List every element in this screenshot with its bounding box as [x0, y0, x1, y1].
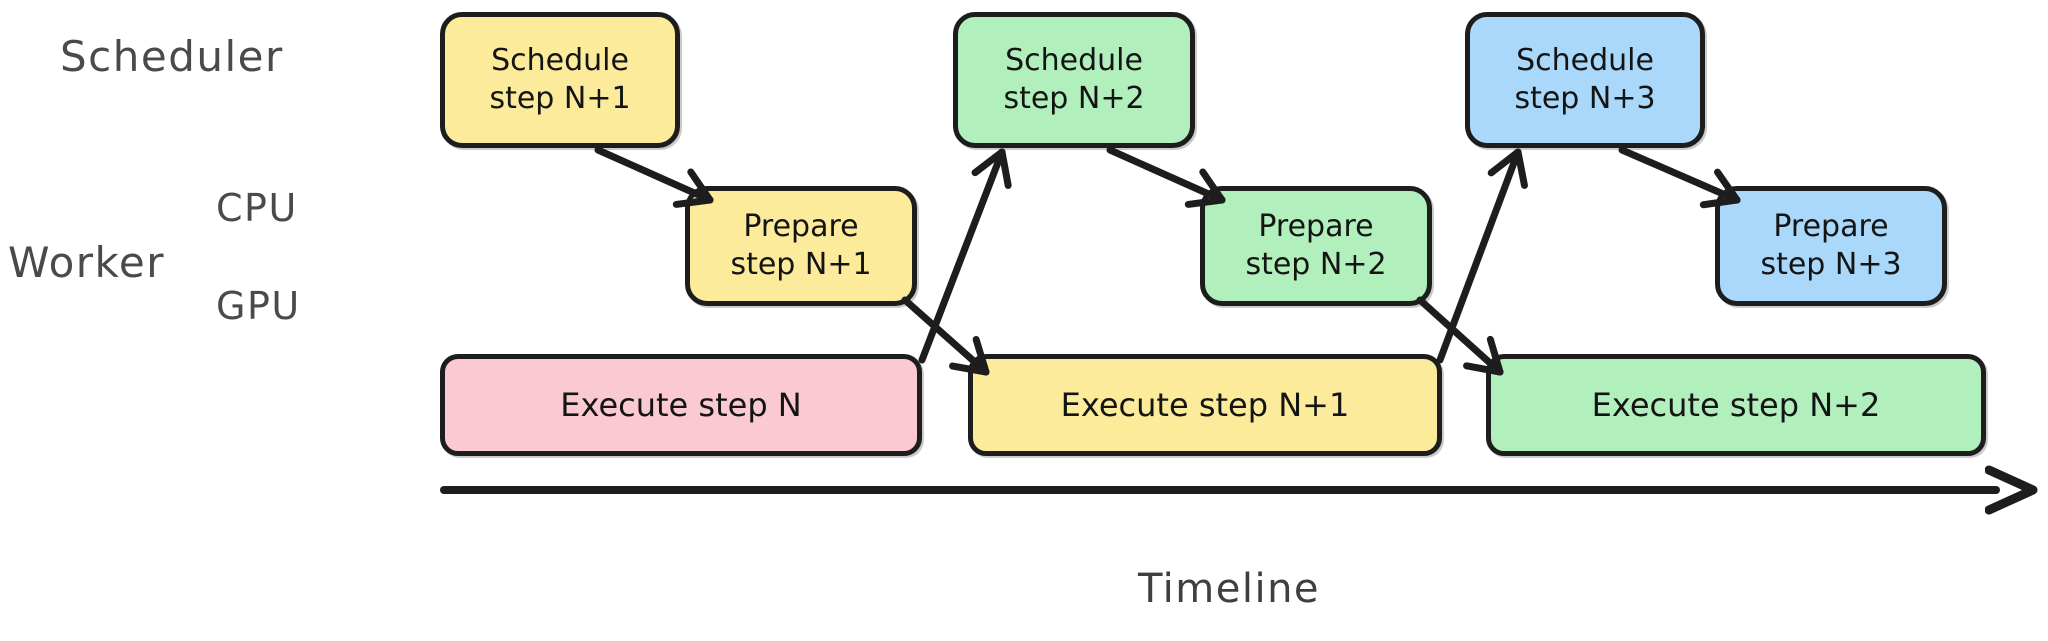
arrowhead-a2-0 — [971, 148, 1006, 177]
arrowhead-a5-1 — [1514, 148, 1528, 189]
node-exec-n2[interactable]: Execute step N+2 — [1486, 354, 1986, 456]
lane-label-cpu: CPU — [216, 186, 298, 230]
node-prep-n1[interactable]: Prepare step N+1 — [685, 186, 917, 306]
timeline-axis-line — [440, 486, 2000, 494]
node-sched-n1[interactable]: Schedule step N+1 — [440, 12, 680, 148]
node-exec-n[interactable]: Execute step N — [440, 354, 922, 456]
node-exec-n1[interactable]: Execute step N+1 — [968, 354, 1442, 456]
node-sched-n2[interactable]: Schedule step N+2 — [953, 12, 1195, 148]
lane-label-worker: Worker — [8, 238, 165, 287]
timeline-caption: Timeline — [1137, 566, 1321, 612]
arrowhead-a2-1 — [998, 148, 1012, 189]
arrow-exec-n-to-sched-n2 — [918, 148, 1006, 364]
lane-label-gpu: GPU — [216, 284, 301, 328]
lane-label-scheduler: Scheduler — [60, 32, 284, 81]
arrow-exec-n1-to-sched-n3 — [1436, 148, 1522, 364]
timeline-axis-arrowhead — [1985, 465, 2038, 515]
node-prep-n2[interactable]: Prepare step N+2 — [1200, 186, 1432, 306]
node-prep-n3[interactable]: Prepare step N+3 — [1715, 186, 1947, 306]
node-sched-n3[interactable]: Schedule step N+3 — [1465, 12, 1705, 148]
arrowhead-a5-0 — [1487, 148, 1522, 177]
